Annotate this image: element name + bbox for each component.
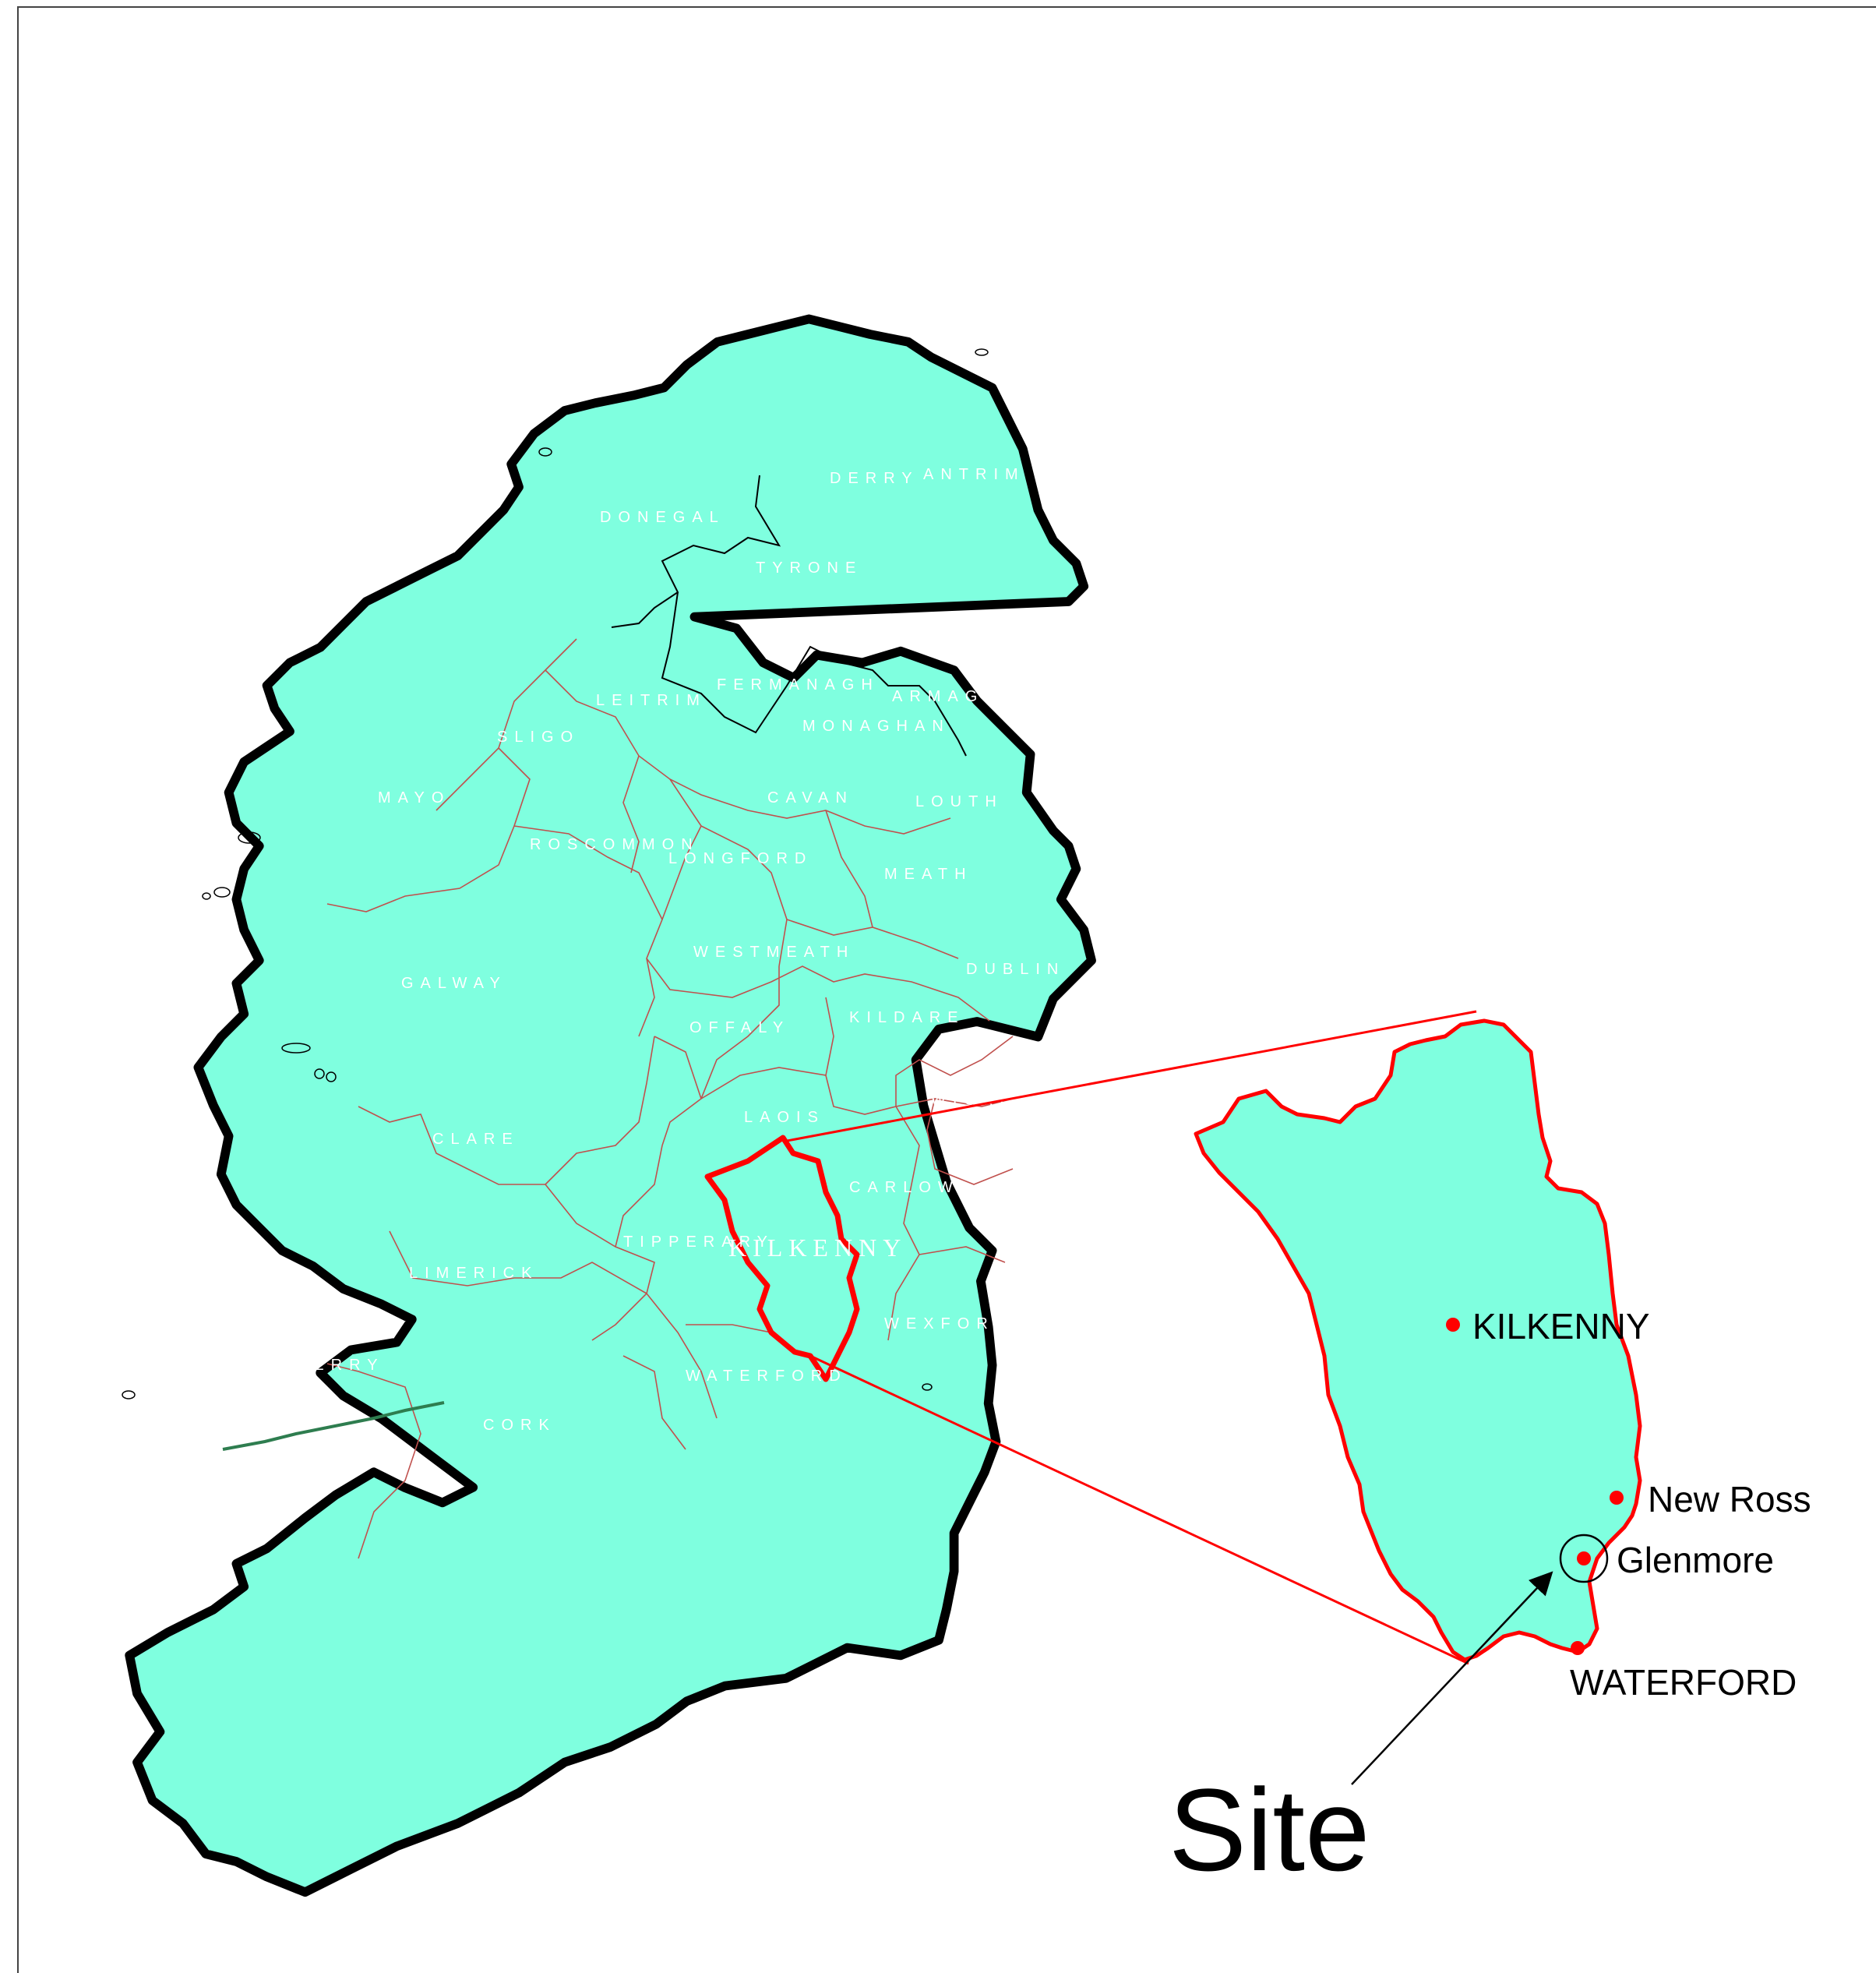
- county-label: DOWN: [1048, 618, 1125, 635]
- county-label: FERMANAGH: [717, 676, 880, 694]
- county-label: MAYO: [378, 789, 450, 806]
- town-dot-new-ross: [1610, 1491, 1624, 1505]
- county-label: LONGFORD: [668, 850, 813, 867]
- county-label: CARLOW: [849, 1179, 960, 1196]
- town-dot-kilkenny: [1446, 1318, 1460, 1332]
- county-label: WATERFORD: [686, 1368, 848, 1385]
- town-label-glenmore: Glenmore: [1617, 1540, 1774, 1580]
- county-label: DONEGAL: [600, 509, 725, 526]
- county-label: ANTRIM: [923, 466, 1025, 483]
- river: [222, 1401, 445, 1451]
- northern-ireland-border: [611, 475, 967, 757]
- ireland-landmass: [125, 314, 1096, 1897]
- site-label: Site: [1169, 1764, 1370, 1895]
- inset-towns: KILKENNY New Ross Glenmore WATERFORD: [1446, 1306, 1811, 1703]
- site-circle-marker: [1559, 1534, 1609, 1583]
- county-label: DUBLIN: [966, 961, 1065, 978]
- county-label: OFFALY: [689, 1019, 790, 1036]
- county-label: CORK: [483, 1417, 556, 1434]
- offshore-islands: [122, 348, 989, 1399]
- county-label: TYRONE: [756, 559, 862, 577]
- map-frame: [17, 6, 1876, 1973]
- county-label: CAVAN: [767, 789, 854, 806]
- county-label: DERRY: [830, 470, 919, 487]
- county-label: LAOIS: [744, 1109, 825, 1126]
- county-label: WESTMEATH: [693, 944, 855, 961]
- county-label: MEATH: [884, 866, 973, 883]
- county-label: WEXFORD: [884, 1315, 1013, 1332]
- county-label: MONAGHAN: [802, 718, 950, 735]
- county-label: GALWAY: [401, 975, 507, 992]
- county-label: CLARE: [432, 1131, 520, 1148]
- inset-connector-lines: [782, 1010, 1477, 1665]
- town-label-new-ross: New Ross: [1648, 1479, 1811, 1519]
- town-dot-waterford: [1571, 1641, 1585, 1655]
- kilkenny-highlight-main: [704, 1135, 860, 1382]
- county-label: LOUTH: [915, 793, 1003, 810]
- county-label: SLIGO: [497, 729, 580, 746]
- town-dot-glenmore: [1577, 1551, 1591, 1565]
- county-label: KILDARE: [849, 1009, 965, 1026]
- kilkenny-label-main: KILKENNY: [728, 1234, 907, 1262]
- county-label: TIPPERARY: [623, 1234, 774, 1251]
- site-pointer-arrow: [1351, 1571, 1553, 1785]
- county-label: LEITRIM: [596, 692, 707, 709]
- town-label-waterford: WATERFORD: [1570, 1662, 1797, 1703]
- county-label: LIMERICK: [409, 1265, 538, 1282]
- kilkenny-inset-map: [1194, 1018, 1642, 1662]
- town-label-kilkenny: KILKENNY: [1472, 1306, 1650, 1347]
- county-label: ARMAGH: [892, 688, 1003, 705]
- county-label: ROSCOMMON: [530, 836, 700, 853]
- county-borders: [326, 638, 1014, 1559]
- county-label: KERRY: [296, 1357, 385, 1374]
